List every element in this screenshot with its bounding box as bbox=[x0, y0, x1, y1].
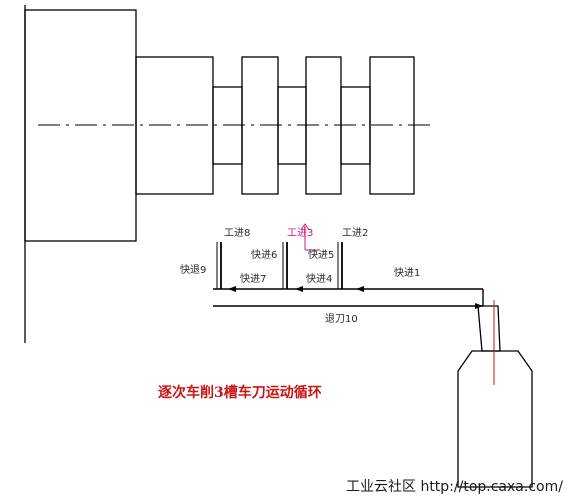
arrow-rapid-feed-4 bbox=[295, 286, 303, 292]
tool-tip bbox=[477, 305, 501, 352]
label-rapid-feed-1: 快进1 bbox=[394, 267, 420, 279]
grooving-tool bbox=[457, 305, 533, 488]
tool-holder bbox=[457, 350, 533, 488]
label-rapid-return-9: 快退9 bbox=[180, 264, 206, 276]
work-feed-3-marker bbox=[300, 223, 319, 251]
plunge-paths bbox=[220, 242, 343, 289]
arrow-rapid-feed-7 bbox=[228, 286, 236, 292]
rapid-feed-path bbox=[213, 288, 484, 306]
label-rapid-feed-5: 快进5 bbox=[308, 249, 334, 261]
watermark: 工业云社区 http://top.caxa.com/ bbox=[346, 479, 563, 495]
label-rapid-feed-6: 快进6 bbox=[251, 249, 277, 261]
label-work-feed-2: 工进2 bbox=[342, 227, 368, 239]
label-work-feed-3: 工进3 bbox=[287, 227, 313, 239]
plunge-offset-lines bbox=[216, 242, 339, 289]
diagram-title: 逐次车削3槽车刀运动循环 bbox=[158, 384, 322, 401]
arrow-rapid-feed-1 bbox=[356, 286, 364, 292]
label-work-feed-8: 工进8 bbox=[224, 227, 250, 239]
label-retract-10: 退刀10 bbox=[325, 313, 358, 325]
label-rapid-feed-4: 快进4 bbox=[306, 273, 332, 285]
label-rapid-feed-7: 快进7 bbox=[240, 273, 266, 285]
